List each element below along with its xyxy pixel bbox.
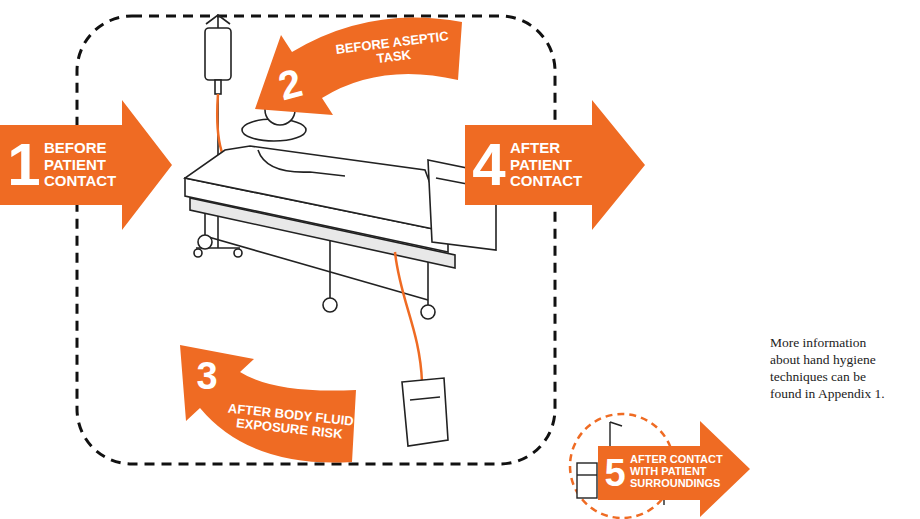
arrow-fill bbox=[598, 421, 750, 517]
moment-arrow: 2BEFORE ASEPTIC TASK bbox=[245, 0, 470, 125]
hospital-bed-part bbox=[323, 298, 337, 312]
iv-stand-part bbox=[234, 249, 242, 257]
arrow-fill bbox=[180, 345, 356, 463]
iv-stand-part bbox=[194, 249, 202, 257]
moment-arrow: 5AFTER CONTACT WITH PATIENT SURROUNDINGS bbox=[598, 418, 755, 519]
bedside-furniture-part bbox=[609, 422, 610, 448]
hospital-bed-part bbox=[421, 305, 435, 319]
iv-stand-part bbox=[205, 28, 231, 80]
arrow-fill bbox=[0, 100, 172, 230]
hospital-bed-part bbox=[198, 235, 212, 249]
patient-zone-outline bbox=[77, 16, 555, 464]
hospital-bed-part bbox=[185, 146, 448, 232]
drainage-bag-part bbox=[410, 397, 440, 400]
hospital-bed-part bbox=[329, 236, 331, 298]
moment-arrow: 1BEFORE PATIENT CONTACT bbox=[0, 98, 175, 232]
arrow-shape bbox=[245, 0, 470, 125]
drainage-bag bbox=[402, 378, 448, 446]
moment-number: 1 bbox=[4, 135, 44, 195]
moment-text: AFTER PATIENT CONTACT bbox=[510, 140, 588, 190]
moment-number: 4 bbox=[469, 135, 509, 195]
moment-arrow: 3AFTER BODY FLUID EXPOSURE RISK bbox=[170, 330, 360, 470]
bedside-furniture-part bbox=[577, 474, 597, 475]
drainage-tube bbox=[395, 252, 422, 382]
bedside-furniture-part bbox=[577, 463, 597, 498]
hospital-bed bbox=[185, 95, 496, 319]
arrow-fill bbox=[465, 100, 645, 230]
moment-number: 3 bbox=[193, 357, 221, 395]
iv-stand-part bbox=[206, 15, 230, 24]
moment-text: AFTER CONTACT WITH PATIENT SURROUNDINGS bbox=[630, 454, 726, 490]
moment-arrow: 4AFTER PATIENT CONTACT bbox=[465, 98, 650, 232]
note-text: More information about hand hygiene tech… bbox=[770, 335, 895, 403]
hospital-bed-part bbox=[427, 262, 429, 305]
hospital-bed-part bbox=[258, 150, 345, 176]
arrow-fill bbox=[255, 17, 462, 115]
bedside-furniture-part bbox=[610, 422, 622, 426]
moment-text: BEFORE PATIENT CONTACT bbox=[44, 140, 118, 190]
iv-stand-part bbox=[215, 80, 221, 94]
moment-number: 5 bbox=[601, 454, 629, 492]
arrow-shape bbox=[170, 330, 360, 470]
drainage-bag-part bbox=[402, 378, 448, 446]
